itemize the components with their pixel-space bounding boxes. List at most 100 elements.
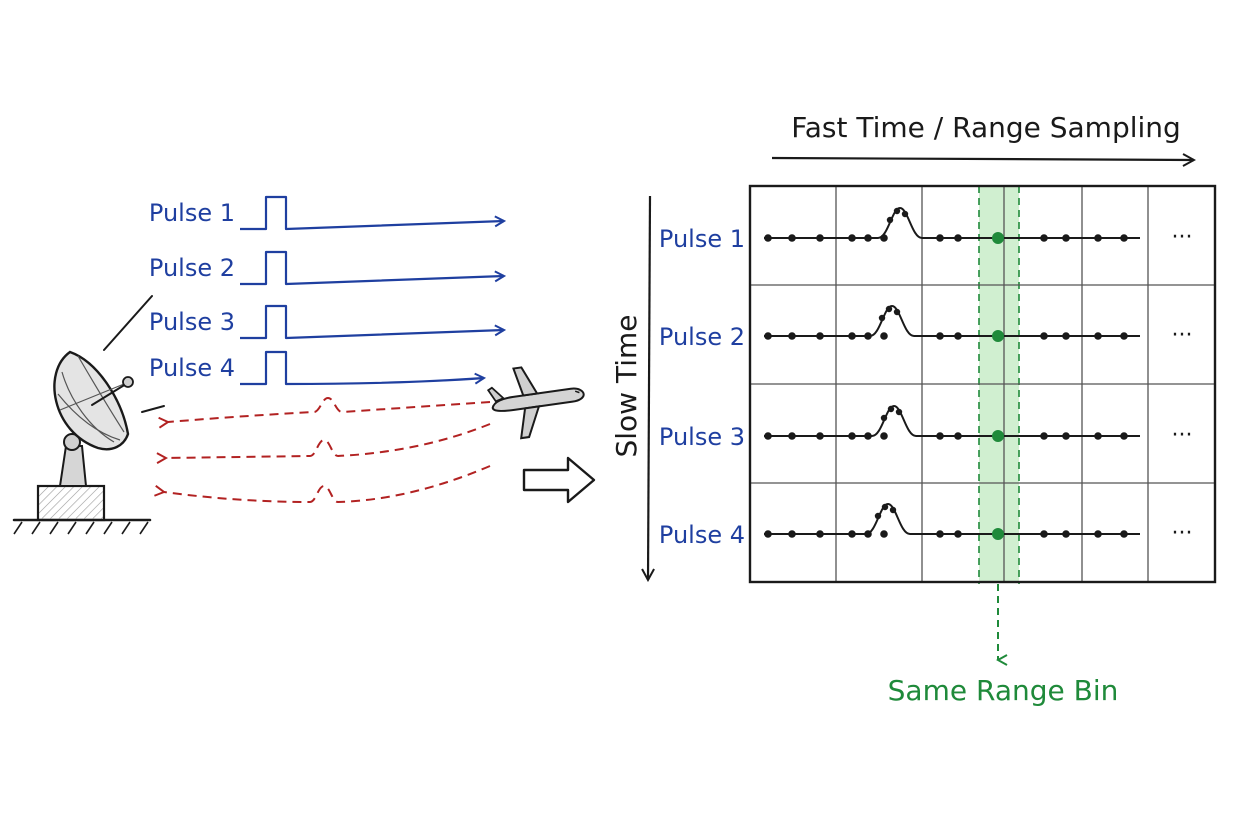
sample-dot: [1040, 332, 1048, 340]
sample-trace-1: [764, 206, 1140, 239]
sample-dot: [1094, 432, 1102, 440]
slow-time-arrow: [648, 195, 650, 580]
sample-dot: [936, 432, 944, 440]
sample-dot: [880, 432, 888, 440]
sample-dot: [936, 530, 944, 538]
peak-sample-dot: [893, 308, 901, 316]
row-ellipsis-4: ···: [1172, 521, 1193, 546]
sample-dot: [954, 530, 962, 538]
sample-dot: [764, 530, 772, 538]
transmit-pulses: Pulse 1 Pulse 2 Pulse 3 Pulse 4: [149, 195, 504, 386]
sample-dot: [880, 234, 888, 242]
sample-dot: [816, 530, 824, 538]
fast-time-arrow: [771, 158, 1194, 160]
sample-dot: [1094, 234, 1102, 242]
peak-sample-dot: [901, 210, 909, 218]
sample-dot: [954, 234, 962, 242]
sample-dot: [864, 530, 872, 538]
tx-pulse-label-1: Pulse 1: [149, 199, 235, 227]
matrix-row-label-1: Pulse 1: [659, 225, 745, 253]
radar-dish-icon: [12, 295, 165, 535]
sample-dot: [764, 332, 772, 340]
sample-dot: [1040, 234, 1048, 242]
slow-time-label: Slow Time: [610, 314, 643, 457]
sample-dot: [954, 332, 962, 340]
peak-sample-dot: [895, 408, 903, 416]
sample-dot: [880, 332, 888, 340]
sample-dot: [788, 432, 796, 440]
peak-sample-dot: [889, 506, 897, 514]
fast-time-label: Fast Time / Range Sampling: [791, 111, 1181, 144]
tx-pulse-label-3: Pulse 3: [149, 308, 235, 336]
sample-dot: [816, 432, 824, 440]
range-bin-sample-3: [992, 430, 1004, 442]
sample-dot: [788, 332, 796, 340]
matrix-row-label-3: Pulse 3: [659, 423, 745, 451]
sample-dot: [936, 234, 944, 242]
sample-dot: [1062, 332, 1070, 340]
echo-pulses: [164, 396, 491, 504]
airplane-icon: [486, 366, 585, 440]
sample-dot: [764, 432, 772, 440]
row-ellipsis-2: ···: [1172, 323, 1193, 348]
peak-sample-dot: [874, 512, 882, 520]
sample-dot: [864, 332, 872, 340]
sample-dot: [864, 234, 872, 242]
range-matrix: Pulse 1 ··· Pulse 2 ··· Pulse 3 ··· Pulse 4 ···: [659, 184, 1217, 584]
peak-sample-dot: [885, 305, 893, 313]
tx-pulse-label-2: Pulse 2: [149, 254, 235, 282]
sample-dot: [848, 432, 856, 440]
sample-dot: [1120, 332, 1128, 340]
row-ellipsis-3: ···: [1172, 423, 1193, 448]
range-bin-sample-2: [992, 330, 1004, 342]
tx-pulse-line-3: [240, 304, 504, 340]
sample-dot: [1120, 234, 1128, 242]
matrix-row-label-2: Pulse 2: [659, 323, 745, 351]
sample-trace-3: [764, 404, 1140, 437]
sample-dot: [1062, 234, 1070, 242]
sample-dot: [936, 332, 944, 340]
row-ellipsis-1: ···: [1172, 225, 1193, 250]
tx-pulse-label-4: Pulse 4: [149, 354, 235, 382]
sample-dot: [1040, 432, 1048, 440]
tx-pulse-line-1: [240, 195, 504, 231]
sample-dot: [1062, 530, 1070, 538]
sample-dot: [764, 234, 772, 242]
peak-sample-dot: [893, 207, 901, 215]
matrix-border: [748, 184, 1217, 584]
sample-dot: [788, 234, 796, 242]
sample-trace-2: [764, 304, 1140, 337]
sample-dot: [954, 432, 962, 440]
sample-dot: [1094, 332, 1102, 340]
sample-dot: [848, 234, 856, 242]
sample-dot: [1040, 530, 1048, 538]
sample-dot: [788, 530, 796, 538]
range-bin-label: Same Range Bin: [888, 674, 1119, 707]
peak-sample-dot: [881, 503, 889, 511]
sample-dot: [880, 530, 888, 538]
range-bin-sample-4: [992, 528, 1004, 540]
sample-dot: [864, 432, 872, 440]
sample-dot: [816, 332, 824, 340]
sample-dot: [816, 234, 824, 242]
peak-sample-dot: [887, 405, 895, 413]
range-bin-sample-1: [992, 232, 1004, 244]
sample-dot: [1094, 530, 1102, 538]
peak-sample-dot: [880, 414, 888, 422]
matrix-row-label-4: Pulse 4: [659, 521, 745, 549]
outline-arrow-icon: [522, 456, 596, 504]
sample-dot: [848, 530, 856, 538]
echo-line-2: [166, 423, 491, 458]
peak-sample-dot: [878, 314, 886, 322]
echo-line-1: [168, 396, 491, 422]
sample-dot: [848, 332, 856, 340]
sample-dot: [1120, 530, 1128, 538]
echo-line-3: [164, 465, 491, 504]
tx-pulse-line-2: [240, 250, 504, 286]
tx-pulse-line-4: [240, 350, 484, 386]
peak-sample-dot: [886, 216, 894, 224]
sample-dot: [1120, 432, 1128, 440]
sample-dot: [1062, 432, 1070, 440]
sample-trace-4: [764, 502, 1140, 535]
